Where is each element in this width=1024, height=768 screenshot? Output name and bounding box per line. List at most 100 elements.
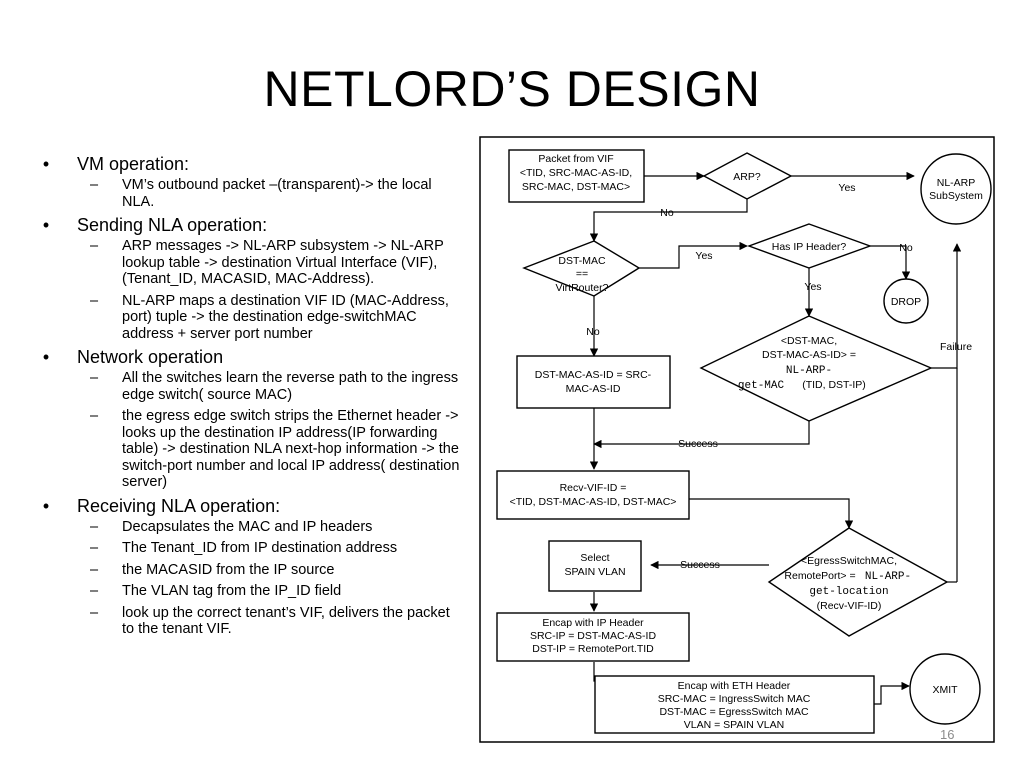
bullet-text: VM operation: bbox=[77, 154, 190, 174]
get-location-decision bbox=[767, 527, 949, 637]
encap-ip-line1: Encap with IP Header bbox=[542, 617, 644, 629]
sub-bullet: – The Tenant_ID from IP destination addre… bbox=[77, 540, 465, 557]
encap-eth-line4: VLAN = SPAIN VLAN bbox=[684, 719, 784, 731]
select-vlan-line1: Select bbox=[580, 552, 609, 564]
label-arp-yes: Yes bbox=[838, 182, 855, 194]
packet-from-vif-line1: <TID, SRC-MAC-AS-ID, bbox=[520, 167, 632, 179]
label-getlocation-success: Success bbox=[680, 559, 720, 571]
dst-mac-as-id-line1: DST-MAC-AS-ID = SRC- bbox=[535, 369, 652, 381]
sub-bullet-text: The VLAN tag from the IP_ID field bbox=[122, 583, 342, 599]
connectors bbox=[589, 171, 962, 705]
packet-from-vif-box bbox=[508, 149, 645, 203]
recv-vif-id-box bbox=[496, 470, 690, 520]
sub-marker: – bbox=[90, 583, 99, 599]
sub-marker: – bbox=[90, 540, 99, 556]
has-ip-header-decision bbox=[746, 223, 873, 269]
sub-bullet: – the MACASID from the IP source bbox=[77, 562, 465, 579]
sub-bullet-text: the egress edge switch strips the Ethern… bbox=[122, 408, 460, 490]
edge-recv-to-getlocation bbox=[689, 498, 854, 529]
sub-bullet-text: NL-ARP maps a destination VIF ID (MAC-Ad… bbox=[122, 292, 449, 342]
slide-title: NETLORD’S DESIGN bbox=[263, 61, 761, 117]
sub-bullet-text: Decapsulates the MAC and IP headers bbox=[122, 518, 373, 535]
nl-arp-get-mac-decision bbox=[699, 315, 933, 422]
nl-arp-line1: NL-ARP bbox=[937, 177, 976, 189]
bullet-marker: • bbox=[42, 154, 50, 174]
select-vlan-line2: SPAIN VLAN bbox=[564, 566, 625, 578]
drop-node bbox=[883, 278, 929, 324]
sub-bullet: – look up the correct tenant’s VIF, deliv… bbox=[77, 605, 465, 638]
select-vlan-box bbox=[548, 540, 642, 592]
get-mac-line5: (TID, DST-IP) bbox=[802, 379, 866, 391]
bullet-marker: • bbox=[42, 347, 50, 367]
sub-bullet-text: The Tenant_ID from IP destination addres… bbox=[122, 540, 398, 556]
encap-ip-line3: DST-IP = RemotePort.TID bbox=[532, 643, 654, 655]
encap-eth-line2: SRC-MAC = IngressSwitch MAC bbox=[658, 693, 811, 705]
encap-ip-line2: SRC-IP = DST-MAC-AS-ID bbox=[530, 630, 657, 642]
sub-marker: – bbox=[90, 604, 99, 621]
bullet-vm-operation: • VM operation: – VM’s outbound packet –(… bbox=[40, 154, 465, 210]
sub-bullet: – NL-ARP maps a destination VIF ID (MAC-A… bbox=[77, 293, 465, 343]
sub-bullet-text: VM’s outbound packet –(transparent)-> th… bbox=[122, 177, 432, 210]
edge-arp-no bbox=[589, 199, 748, 242]
label-getmac-success: Success bbox=[678, 438, 718, 450]
recv-vif-line1: Recv-VIF-ID = bbox=[560, 482, 627, 494]
sub-marker: – bbox=[90, 518, 99, 535]
label-dstmac-no: No bbox=[586, 326, 600, 338]
xmit-node bbox=[909, 653, 981, 725]
edge-encapeth-to-xmit bbox=[874, 681, 910, 705]
dst-mac-decision bbox=[522, 240, 641, 297]
dst-mac-as-id-box bbox=[516, 355, 671, 409]
get-location-line3: NL-ARP- bbox=[865, 571, 911, 583]
has-ip-header-label: Has IP Header? bbox=[772, 241, 847, 253]
encap-eth-line1: Encap with ETH Header bbox=[678, 680, 791, 692]
get-location-line5: (Recv-VIF-ID) bbox=[817, 600, 882, 612]
dst-mac-as-id-line2: MAC-AS-ID bbox=[566, 383, 621, 395]
flowchart-svg: Packet from VIF <TID, SRC-MAC-AS-ID, SRC… bbox=[479, 136, 995, 743]
encap-eth-box bbox=[594, 675, 875, 734]
bullet-text: Network operation bbox=[77, 347, 224, 367]
get-mac-line1: <DST-MAC, bbox=[781, 335, 837, 347]
slide-number: 16 bbox=[940, 727, 955, 742]
encap-eth-line3: DST-MAC = EgressSwitch MAC bbox=[659, 706, 808, 718]
sub-bullet-text: All the switches learn the reverse path … bbox=[122, 370, 459, 403]
bullet-receiving-nla: • Receiving NLA operation: –Decapsulates… bbox=[40, 496, 465, 638]
label-arp-no: No bbox=[660, 207, 674, 219]
dst-mac-line3: VirtRouter? bbox=[556, 282, 609, 294]
get-mac-line3: NL-ARP- bbox=[786, 365, 832, 377]
bullet-sending-nla: • Sending NLA operation: –ARP messages -… bbox=[40, 215, 465, 342]
edge-getmac-success bbox=[593, 421, 810, 449]
dst-mac-line1: DST-MAC bbox=[558, 255, 606, 267]
sub-bullet: – VM’s outbound packet –(transparent)-> t… bbox=[77, 177, 465, 210]
dst-mac-line2: == bbox=[576, 268, 588, 280]
nl-arp-subsystem-node bbox=[920, 153, 992, 225]
arp-label: ARP? bbox=[733, 171, 761, 183]
bullet-text: Receiving NLA operation: bbox=[77, 495, 281, 516]
packet-from-vif-title: Packet from VIF bbox=[538, 153, 613, 165]
get-mac-line4: get-MAC bbox=[738, 380, 785, 392]
bullet-marker: • bbox=[42, 215, 50, 235]
edge-dstmac-yes bbox=[639, 241, 748, 269]
sub-marker: – bbox=[90, 561, 99, 578]
sub-bullet-text: look up the correct tenant’s VIF, delive… bbox=[122, 604, 450, 638]
sub-marker: – bbox=[90, 238, 99, 254]
sub-bullet: –All the switches learn the reverse path… bbox=[77, 370, 465, 403]
get-mac-line2: DST-MAC-AS-ID> = bbox=[762, 349, 856, 361]
xmit-label: XMIT bbox=[932, 684, 958, 696]
sub-marker: – bbox=[90, 292, 99, 309]
sub-bullet: – The VLAN tag from the IP_ID field bbox=[77, 583, 465, 600]
bullet-network-operation: • Network operation –All the switches le… bbox=[40, 347, 465, 491]
netlord-flowchart: Packet from VIF <TID, SRC-MAC-AS-ID, SRC… bbox=[479, 136, 995, 743]
bullet-list: • VM operation: – VM’s outbound packet –(… bbox=[40, 150, 465, 643]
get-location-line1: <EgressSwitchMAC, bbox=[801, 555, 897, 567]
get-location-line4: get-location bbox=[809, 586, 888, 598]
sub-bullet-text: the MACASID from the IP source bbox=[122, 561, 335, 578]
bullet-text: Sending NLA operation: bbox=[77, 215, 268, 235]
sub-bullet: –ARP messages -> NL-ARP subsystem -> NL-… bbox=[77, 238, 465, 288]
label-hasip-yes: Yes bbox=[804, 281, 821, 293]
sub-bullet: – the egress edge switch strips the Ether… bbox=[77, 408, 465, 491]
label-hasip-no: No bbox=[899, 242, 913, 254]
sub-marker: – bbox=[90, 177, 99, 193]
get-location-line2: RemotePort> = bbox=[784, 570, 855, 582]
packet-from-vif-line2: SRC-MAC, DST-MAC> bbox=[522, 181, 630, 193]
sub-marker: – bbox=[90, 408, 99, 424]
